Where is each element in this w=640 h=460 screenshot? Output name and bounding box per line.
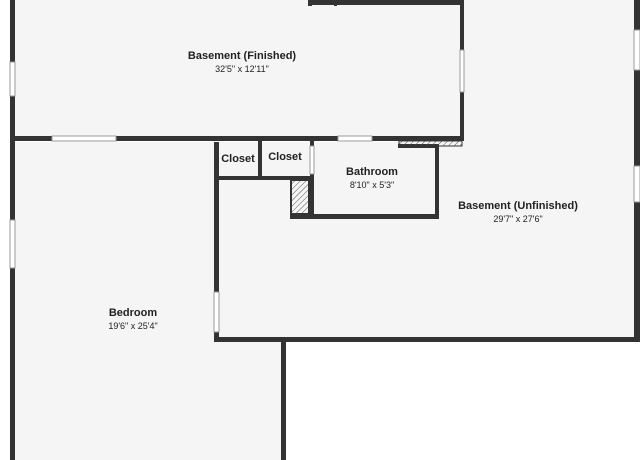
opening-bathroom-top xyxy=(337,135,373,142)
wall-closet-bottom xyxy=(214,176,314,180)
window-finished-right xyxy=(459,49,465,93)
hatched-wall-strip xyxy=(398,140,463,147)
room-dimensions: 32'5" x 12'11" xyxy=(215,63,269,74)
room-dimensions: 19'6" x 25'4" xyxy=(108,320,158,331)
wall-top-stub-left xyxy=(308,0,312,6)
room-name: Closet xyxy=(221,153,255,165)
room-name: Basement (Unfinished) xyxy=(458,200,578,212)
windows xyxy=(9,29,640,333)
basement-unfinished-upper-floor xyxy=(464,0,640,142)
room-label-closet-2: Closet xyxy=(268,151,302,165)
window-finished-bottom xyxy=(51,135,117,142)
wall-unfinished-bottom xyxy=(214,337,640,342)
room-name: Basement (Finished) xyxy=(187,50,297,62)
room-label-basement-unfinished: Basement (Unfinished) 29'7" x 27'6" xyxy=(458,200,578,225)
wall-finished-bottom xyxy=(10,136,464,141)
closet-1-floor xyxy=(218,142,258,178)
room-dimensions: 29'7" x 27'6" xyxy=(493,213,543,224)
window-left-upper xyxy=(9,61,16,97)
room-name: Bathroom xyxy=(346,166,398,178)
room-label-bedroom: Bedroom 19'6" x 25'4" xyxy=(108,307,157,332)
wall-post xyxy=(334,0,337,6)
room-label-basement-finished: Basement (Finished) 32'5" x 12'11" xyxy=(188,50,296,75)
room-dimensions: 8'10" x 5'3" xyxy=(349,179,395,190)
closet-2-floor xyxy=(262,142,310,178)
wall-closet-divider xyxy=(258,141,262,180)
wall-bathroom-bottom xyxy=(290,214,439,219)
wall-bedroom-right-lower xyxy=(281,340,286,460)
room-name: Closet xyxy=(268,151,302,163)
basement-finished-floor xyxy=(14,0,462,138)
room-name: Bedroom xyxy=(108,307,158,319)
opening-bedroom-right xyxy=(213,291,220,333)
room-label-closet-1: Closet xyxy=(221,153,255,167)
wall-bathroom-left xyxy=(310,141,314,219)
wall-bathroom-right xyxy=(435,146,439,219)
window-right-upper xyxy=(633,29,640,71)
floor-areas xyxy=(14,0,640,460)
opening-closet-2 xyxy=(309,145,315,175)
hatched-fixture xyxy=(290,179,310,215)
window-right-lower xyxy=(633,165,640,203)
wall-bedroom-right xyxy=(214,142,219,340)
bathroom-floor xyxy=(314,148,436,216)
room-label-bathroom: Bathroom 8'10" x 5'3" xyxy=(346,166,398,191)
wall-top-stub xyxy=(308,0,462,5)
window-left-lower xyxy=(9,219,16,269)
